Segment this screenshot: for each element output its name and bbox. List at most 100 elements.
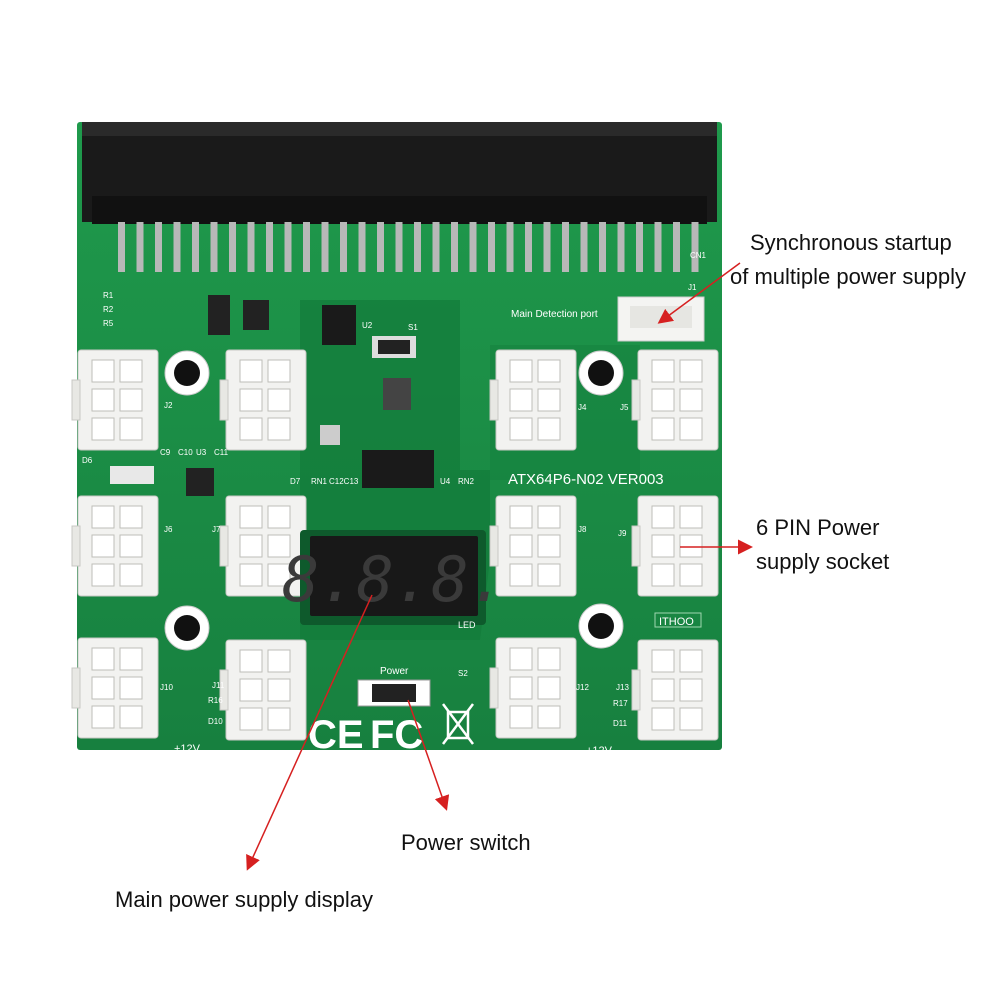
connector-label: J6 xyxy=(164,525,173,534)
header-pin xyxy=(691,222,699,272)
header-pin xyxy=(599,222,606,272)
connector-label: J12 xyxy=(576,683,589,692)
callout-sync-startup: Synchronous startup xyxy=(750,226,952,260)
callout-arrows xyxy=(246,262,753,871)
header-pin xyxy=(377,222,384,272)
connector-label: J9 xyxy=(618,529,627,538)
label-r5: R5 xyxy=(103,319,114,328)
six-pin-socket xyxy=(489,637,577,739)
six-pin-socket xyxy=(219,639,307,741)
seven-segment-display: 8.8.8. xyxy=(282,530,506,625)
weee-bin-icon xyxy=(442,703,474,745)
header-pin xyxy=(636,222,643,272)
label-rn1: RN1 xyxy=(311,477,328,486)
sync-arrow xyxy=(657,262,741,324)
label-u3: U3 xyxy=(196,448,207,457)
label-s2: S2 xyxy=(458,669,468,678)
power-switch xyxy=(357,679,431,707)
label-d10: D10 xyxy=(208,717,223,726)
header-pin xyxy=(303,222,310,272)
cert-marks: CE FC xyxy=(308,703,474,757)
six-pin-socket xyxy=(71,495,159,597)
label-r2: R2 xyxy=(103,305,114,314)
six-pin-socket xyxy=(631,349,719,451)
six-pin-sockets xyxy=(71,349,719,741)
header-pin xyxy=(266,222,273,272)
label-rn2: RN2 xyxy=(458,477,475,486)
header-pin xyxy=(395,222,403,272)
label-u2: U2 xyxy=(362,321,373,330)
header-pin xyxy=(192,222,199,272)
six-pin-socket xyxy=(631,639,719,741)
ce-mark: CE xyxy=(308,713,364,757)
connector-label: J13 xyxy=(616,683,629,692)
power-label: Power xyxy=(380,666,409,677)
header-pin xyxy=(617,222,625,272)
header-pin xyxy=(340,222,347,272)
display-arrow xyxy=(246,594,373,871)
six-pin-socket xyxy=(219,349,307,451)
label-r17: R17 xyxy=(613,699,628,708)
callout-main-display: Main power supply display xyxy=(115,887,374,912)
vendor-mark: ITHOO xyxy=(659,616,694,628)
six-pin-socket xyxy=(489,495,577,597)
callout-six-pin-line2: supply socket xyxy=(756,549,890,574)
label-d6: D6 xyxy=(82,456,93,465)
header-pin xyxy=(562,222,569,272)
header-pin xyxy=(543,222,551,272)
header-pin xyxy=(321,222,329,272)
header-pin xyxy=(451,222,458,272)
header-pin xyxy=(210,222,218,272)
header-pin xyxy=(432,222,440,272)
six-pin-socket xyxy=(71,349,159,451)
voltage-right-label: +12V xyxy=(586,745,613,757)
header-pin xyxy=(358,222,366,272)
detection-port-label: Main Detection port xyxy=(511,309,598,320)
header-pin xyxy=(155,222,162,272)
display-digits: 8.8.8. xyxy=(282,543,506,616)
connector-label: J8 xyxy=(578,525,587,534)
label-d11: D11 xyxy=(613,719,628,728)
label-d7: D7 xyxy=(290,477,301,486)
header-pin xyxy=(414,222,421,272)
switch-arrow xyxy=(407,699,450,811)
connector-label: J5 xyxy=(620,403,629,412)
callout-sync-line2: of multiple power supply xyxy=(730,264,967,289)
connector-label: J7 xyxy=(212,525,221,534)
label-c9: C9 xyxy=(160,448,171,457)
label-j1: J1 xyxy=(688,283,697,292)
callout-six-pin-line1: 6 PIN Power xyxy=(756,515,880,540)
connector-label: J3 xyxy=(242,399,251,408)
connector-label: J11 xyxy=(212,681,225,690)
callout-sync-startup-2: of multiple power supply xyxy=(730,260,966,294)
header-pin xyxy=(654,222,662,272)
callout-sync-line1: Synchronous startup xyxy=(750,230,952,255)
connector-label: J2 xyxy=(164,401,173,410)
header-pin xyxy=(136,222,144,272)
label-c10: C10 xyxy=(178,448,193,457)
connector-label: J10 xyxy=(160,683,173,692)
connector-label: J4 xyxy=(578,403,587,412)
label-u4: U4 xyxy=(440,477,451,486)
model-label: ATX64P6-N02 VER003 xyxy=(508,471,664,488)
six-pin-socket xyxy=(219,495,307,597)
header-pin xyxy=(118,222,125,272)
edge-connector xyxy=(82,122,717,272)
label-s1: S1 xyxy=(408,323,418,332)
ic-chips xyxy=(110,295,434,496)
callout-six-pin: 6 PIN Power supply socket xyxy=(756,511,889,579)
voltage-left-label: +12V xyxy=(174,743,201,755)
header-pin xyxy=(229,222,236,272)
label-c12c13: C12C13 xyxy=(329,477,359,486)
header-pin xyxy=(506,222,514,272)
mounting-holes xyxy=(164,350,624,651)
header-pin xyxy=(284,222,292,272)
led-label: LED xyxy=(458,620,476,630)
header-pin xyxy=(673,222,680,272)
header-pin xyxy=(488,222,495,272)
header-pin xyxy=(525,222,532,272)
label-c11: C11 xyxy=(214,448,229,457)
label-r16: R16 xyxy=(208,696,223,705)
six-pin-socket xyxy=(71,637,159,739)
